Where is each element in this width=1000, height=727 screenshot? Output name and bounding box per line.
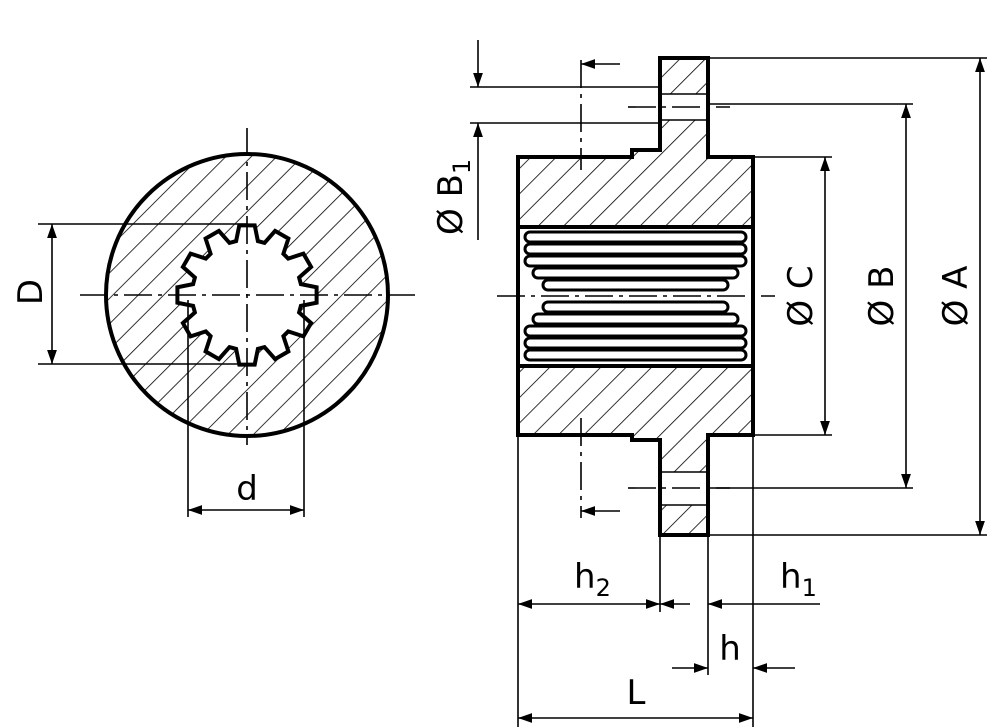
spline-tooth	[523, 336, 748, 350]
spline-tooth	[531, 312, 740, 326]
spline-tooth	[523, 348, 748, 362]
label-D: D	[11, 279, 51, 305]
label-h1: h1	[780, 557, 817, 602]
label-h: h	[719, 629, 741, 669]
spline-tooth	[541, 300, 730, 314]
spline-tooth	[523, 324, 748, 338]
label-h2: h2	[574, 557, 611, 602]
label-diam-B1: Ø B1	[431, 159, 476, 235]
spline-bore-outline	[175, 223, 319, 367]
section-view: Ø B1 Ø C Ø B Ø A h2 h1	[431, 40, 987, 727]
label-d: d	[236, 469, 258, 509]
spline-tooth	[523, 242, 748, 256]
label-diam-A: Ø A	[936, 266, 976, 327]
label-diam-C: Ø C	[781, 265, 821, 326]
flange-top-cap-hatched	[660, 58, 708, 94]
label-L: L	[627, 673, 646, 713]
flange-bottom-cap-hatched	[660, 505, 708, 535]
label-diam-B: Ø B	[862, 266, 902, 327]
spline-tooth	[523, 230, 748, 244]
hub-top-hatched	[518, 120, 753, 227]
spline-tooth	[531, 266, 740, 280]
hub-bottom-hatched	[518, 366, 753, 472]
end-view: D d	[11, 128, 415, 517]
spline-tooth	[523, 254, 748, 268]
spline-teeth	[523, 230, 748, 362]
spline-tooth	[541, 278, 730, 292]
